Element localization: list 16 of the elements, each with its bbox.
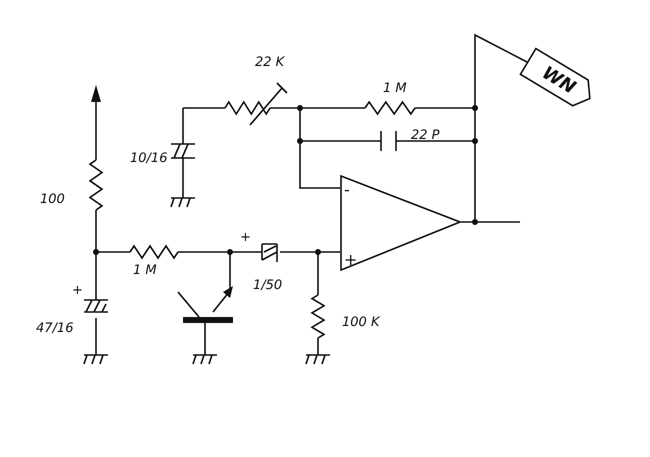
tag-label: WN: [538, 62, 580, 98]
component-label: 1 M: [383, 82, 407, 95]
component-label: 100 K: [342, 316, 380, 329]
wire: [461, 34, 528, 223]
component-label: +: [240, 231, 251, 244]
component-label: 22 P: [411, 129, 440, 142]
component-label: 10/16: [130, 152, 168, 165]
component-label: 22 K: [255, 56, 284, 69]
op-amp-triangle: [340, 175, 461, 271]
input-sign: +: [344, 252, 358, 268]
component-label: +: [72, 284, 83, 297]
component-label: 1 M: [133, 264, 157, 277]
component-label: 100: [40, 193, 65, 206]
component-label: 1/50: [253, 279, 282, 292]
input-sign: -: [344, 182, 350, 198]
component-label: 47/16: [36, 322, 74, 335]
